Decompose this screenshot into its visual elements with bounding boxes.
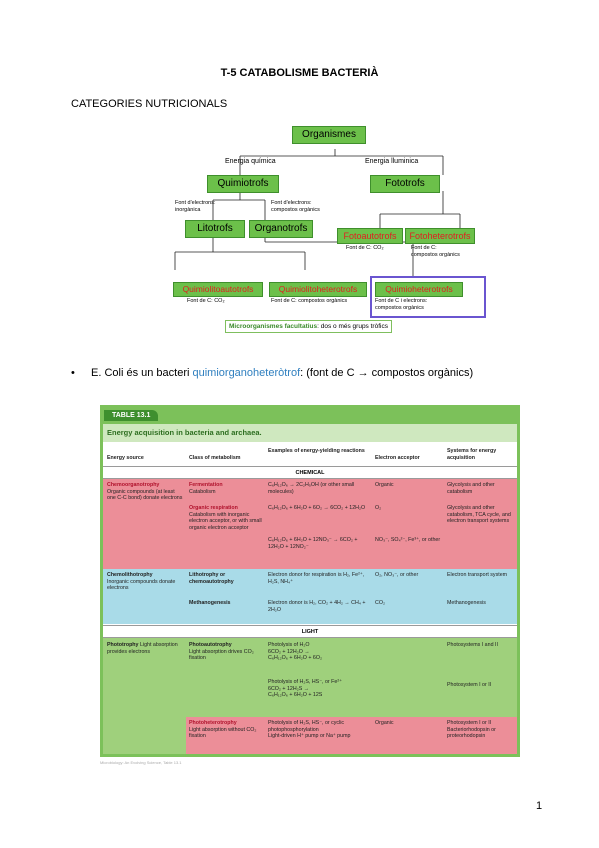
ph-title: Photoheterotrophy	[189, 720, 237, 726]
th-class: Class of metabolism	[189, 455, 241, 461]
litotrofs-box: Litotrofs	[185, 220, 245, 238]
chemo-desc: Organic compounds (at least one C-C bond…	[107, 488, 183, 502]
resp-reaction-2: C₆H₁₂O₆ + 6H₂O + 12NO₃⁻ → 6CO₂ + 12H₂O +…	[268, 537, 358, 550]
qh-note: Font de C i electrons: compostos orgànic…	[375, 298, 428, 311]
quimiotrofs-box: Quimiotrofs	[207, 175, 279, 193]
quimiolitoautotrofs-box: Quimiolitoautotrofs	[173, 282, 263, 297]
organotrofs-box: Organotrofs	[249, 220, 313, 238]
bullet-pre: E. Coli és un bacteri	[91, 367, 193, 379]
resp-acceptor-2: NO₃⁻, SO₄²⁻, Fe³⁺, or other	[375, 537, 441, 543]
bullet-highlight: quimiorganoheteròtrof	[192, 367, 301, 379]
photo-source-desc: Light absorption provides electrons	[107, 642, 178, 655]
band-phototrophy-left	[103, 717, 186, 754]
page-number: 1	[536, 800, 543, 812]
ph-system: Photosystem I or II Bacteriorhodopsin or…	[447, 720, 496, 739]
th-systems: Systems for energy acquisition	[447, 448, 497, 461]
energy-table: TABLE 13.1 Energy acquisition in bacteri…	[100, 405, 520, 757]
lith-source-desc: Inorganic compounds donate electrons	[107, 578, 176, 592]
th-energy-source: Energy source	[107, 455, 144, 461]
qla-note: Font de C: CO₂	[187, 298, 225, 304]
ecoli-bullet: • E. Coli és un bacteri quimiorganoheterò…	[71, 367, 473, 379]
fotoauto-note: Font de C: CO₂	[346, 245, 384, 251]
resp-acceptor-1: O₂	[375, 505, 382, 511]
facultatius-bold: Microorganismes facultatius	[229, 323, 318, 330]
pa-desc: Light absorption drives CO₂ fixation	[189, 648, 254, 662]
rule	[103, 466, 517, 467]
light-heading: LIGHT	[301, 629, 319, 635]
th-acceptor: Electron acceptor	[375, 455, 420, 461]
lith-acceptor: O₂, NO₃⁻, or other	[375, 572, 419, 578]
resp-reaction-1: C₆H₁₂O₆ + 6H₂O + 6O₂ → 6CO₂ + 12H₂O	[268, 505, 366, 511]
pa-system-2: Photosystem I or II	[447, 682, 492, 688]
fototrofs-box: Fototrofs	[370, 175, 440, 193]
energy-chemical-label: Energia química	[225, 158, 276, 165]
lith-system: Electron transport system	[447, 572, 508, 578]
lith-source-title: Chemolithotrophy	[107, 572, 153, 578]
photo-source-title: Phototrophy	[107, 642, 139, 648]
ph-reaction: Photolysis of H₂S, HS⁻, or cyclic photop…	[268, 720, 351, 739]
ferm-desc: Catabolism	[189, 488, 216, 495]
meth-class: Methanogenesis	[189, 600, 231, 606]
th-examples: Examples of energy-yielding reactions	[268, 448, 365, 454]
bullet-icon: •	[71, 367, 75, 379]
section-heading: CATEGORIES NUTRICIONALS	[71, 98, 228, 110]
lith-reaction: Electron donor for respiration is H₂, Fe…	[268, 572, 365, 585]
chemo-title: Chemoorganotrophy	[107, 482, 160, 488]
fotohetero-note: Font de C: compostos orgànics	[411, 245, 460, 258]
fotoautotrofs-box: Fotoautotrofs	[337, 228, 403, 244]
font-inorganica-note: Font d'electrons: inorgànica	[175, 200, 216, 213]
pa-title: Photoautotrophy	[189, 642, 232, 648]
band-chemolithotrophy	[103, 569, 517, 624]
quimioheterotrofs-box: Quimioheterotrofs	[375, 282, 463, 297]
rule	[103, 478, 517, 479]
rule	[103, 637, 517, 638]
ferm-system: Glycolysis and other catabolism	[447, 482, 495, 495]
band-chemoorganotrophy	[103, 479, 517, 569]
quimiolitoheterotrofs-box: Quimiolitoheterotrofs	[269, 282, 367, 297]
facultatius-box: Microorganismes facultatius: dos o més g…	[225, 320, 392, 333]
font-organica-note: Font d'electrons: compostos orgànics	[271, 200, 320, 213]
highlight-frame	[370, 276, 486, 318]
bullet-post: : (font de C → compostos orgànics)	[300, 367, 474, 379]
resp-desc: Catabolism with inorganic electron accep…	[189, 511, 262, 531]
table-citation: Microbiology: An Evolving Science, Table…	[100, 760, 182, 765]
meth-system: Methanogenesis	[447, 600, 486, 606]
ferm-reaction: C₆H₁₂O₆ → 2C₂H₅OH (or other small molecu…	[268, 482, 355, 495]
organismes-box: Organismes	[292, 126, 366, 144]
band-photoheterotrophy	[186, 717, 517, 754]
resp-title: Organic respiration	[189, 505, 238, 511]
table-body: Energy acquisition in bacteria and archa…	[103, 424, 517, 754]
band-phototrophy	[103, 638, 517, 717]
table-tab: TABLE 13.1	[104, 410, 159, 421]
resp-system: Glycolysis and other catabolism, TCA cyc…	[447, 505, 511, 524]
rule	[103, 625, 517, 626]
ferm-title: Fermentation	[189, 482, 223, 488]
table-heading: Energy acquisition in bacteria and archa…	[103, 424, 517, 442]
chemical-heading: CHEMICAL	[295, 470, 325, 476]
pa-reaction-2: Photolysis of H₂S, HS⁻, or Fe²⁺ 6CO₂ + 1…	[268, 679, 342, 698]
facultatius-text: : dos o més grups tròfics	[317, 323, 388, 330]
document-title: T-5 CATABOLISME BACTERIÀ	[220, 67, 379, 79]
nutritional-categories-diagram: Organismes Energia química Energia llumi…	[165, 122, 505, 344]
ph-acceptor: Organic	[375, 720, 394, 726]
qlh-note: Font de C: compostos orgànics	[271, 298, 348, 304]
meth-acceptor: CO₂	[375, 600, 386, 606]
ferm-acceptor: Organic	[375, 482, 394, 488]
ph-desc: Light absorption without CO₂ fixation	[189, 726, 257, 740]
pa-reaction-1: Photolysis of H₂O 6CO₂ + 12H₂O → C₆H₁₂O₆…	[268, 642, 323, 661]
pa-system-1: Photosystems I and II	[447, 642, 498, 648]
energy-light-label: Energia lluminica	[365, 158, 419, 165]
lith-class: Lithotrophy or chemoautotrophy	[189, 572, 234, 585]
photo-source: Phototrophy Light absorption provides el…	[107, 642, 185, 655]
meth-reaction: Electron donor is H₂, CO₂ + 4H₂ → CH₄ + …	[268, 600, 366, 613]
fotoheterotrofs-box: Fotoheterotrofs	[405, 228, 475, 244]
